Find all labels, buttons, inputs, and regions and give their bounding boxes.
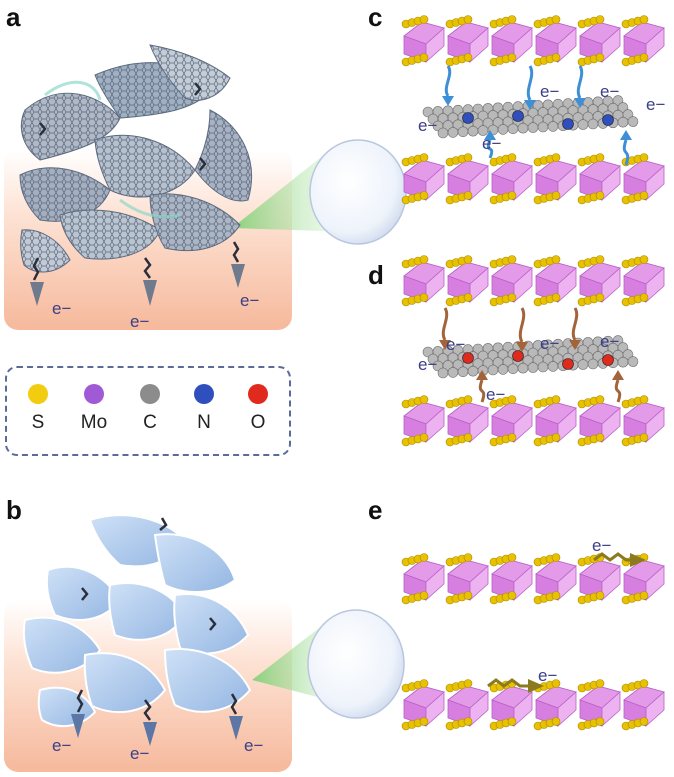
electron-label-c1: e−: [418, 116, 438, 135]
mos2-layer-d-bottom: [401, 395, 665, 447]
nitrogen-dot-icon: [194, 384, 214, 404]
electron-transfer-arrows: [439, 65, 646, 693]
sulfur-dot-icon: [28, 384, 48, 404]
arrow-c-2: [524, 65, 536, 110]
panel-label-b: b: [6, 495, 22, 525]
panel-b-electron-arrows: [76, 517, 238, 721]
arrow-d-4: [476, 370, 488, 403]
legend-label-c: C: [143, 412, 157, 433]
legend-label-o: O: [250, 412, 266, 433]
legend-item-o: O: [233, 384, 283, 434]
electron-label-c2: e−: [482, 134, 502, 153]
panel-label-a: a: [6, 2, 21, 32]
arrow-e-2: [487, 678, 544, 693]
electron-label-e2: e−: [538, 666, 558, 685]
panel-label-e: e: [368, 495, 383, 525]
electron-label-c3: e−: [540, 82, 560, 101]
arrow-c-3: [574, 65, 586, 108]
panel-a-graphene-network: [19, 44, 253, 273]
electron-label-d1: e−: [418, 355, 438, 374]
arrow-d-3: [569, 307, 581, 350]
mos2-layer-group: [401, 15, 665, 731]
zoom-lens-a: [309, 139, 407, 245]
panel-b-mos2-network: [22, 514, 252, 728]
electron-label-d4: e−: [600, 332, 620, 351]
legend-label-mo: Mo: [80, 412, 108, 433]
molybdenum-dot-icon: [84, 384, 104, 404]
legend-label-s: S: [31, 412, 45, 433]
arrow-d-1: [439, 307, 451, 350]
element-legend: S Mo C N O: [5, 366, 291, 456]
electron-label-b1: e−: [52, 736, 72, 755]
carbon-dot-icon: [140, 384, 160, 404]
electron-label-d3: e−: [540, 334, 560, 353]
arrow-c-5: [620, 130, 632, 166]
legend-label-n: N: [197, 412, 211, 433]
arrow-e-1: [593, 552, 646, 567]
panel-label-c: c: [368, 2, 383, 32]
electron-label-b3: e−: [244, 736, 264, 755]
electron-label-a1: e−: [52, 299, 72, 318]
legend-item-c: C: [125, 384, 175, 434]
mos2-layer-e-bottom: [401, 679, 665, 731]
electron-label-c5: e−: [646, 95, 666, 114]
mos2-layer-d-top: [401, 255, 665, 307]
electron-label-a2: e−: [130, 312, 150, 331]
electron-label-a3: e−: [240, 291, 260, 310]
oxygen-doped-graphene-sheet: [422, 335, 639, 379]
electron-label-d5: e−: [446, 335, 466, 354]
legend-item-mo: Mo: [69, 384, 119, 434]
electron-label-e1: e−: [592, 536, 612, 555]
arrow-c-1: [442, 65, 454, 106]
legend-item-s: S: [13, 384, 63, 434]
mos2-layer-c-top: [401, 15, 665, 67]
panel-b-arrowheads: [71, 714, 243, 746]
electron-label-b2: e−: [130, 744, 150, 763]
mos2-layer-e-top: [401, 553, 665, 605]
legend-item-n: N: [179, 384, 229, 434]
panel-a-electron-arrows: [32, 82, 240, 281]
electron-label-d2: e−: [486, 385, 506, 404]
arrow-d-2: [516, 307, 528, 352]
electron-label-c4: e−: [600, 82, 620, 101]
nitrogen-doped-graphene-sheet: [422, 95, 639, 139]
mos2-layer-c-bottom: [401, 153, 665, 205]
arrow-c-4: [484, 130, 496, 159]
oxygen-dot-icon: [248, 384, 268, 404]
arrow-d-5: [612, 370, 624, 403]
zoom-lens-b: [307, 609, 405, 719]
panel-label-d: d: [368, 260, 384, 290]
panel-a-arrowheads: [30, 264, 245, 306]
